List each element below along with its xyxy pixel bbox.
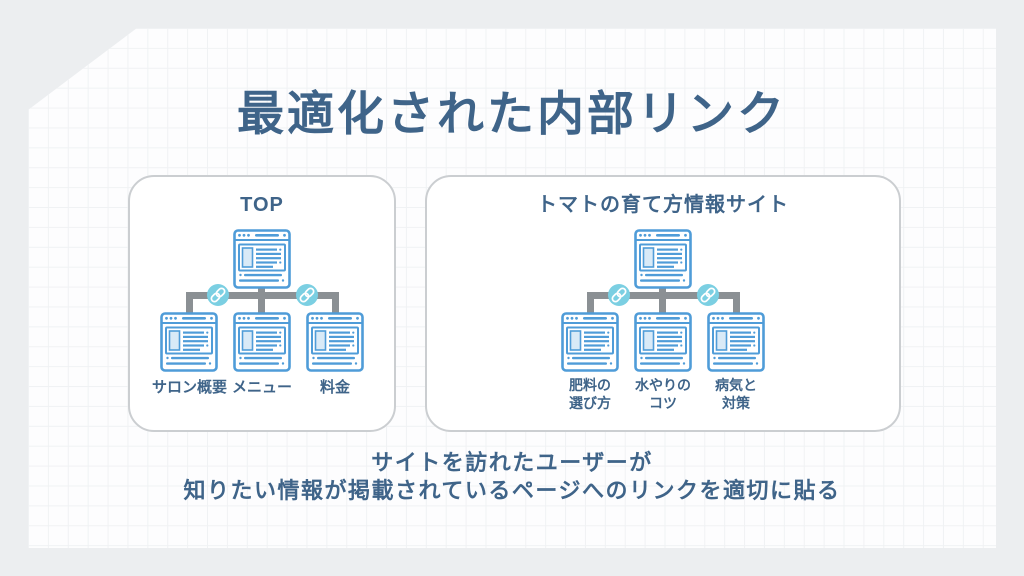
- webpage-icon: [707, 312, 765, 372]
- page-title: 最適化された内部リンク: [237, 87, 787, 140]
- panel-salon-site: TOP: [128, 175, 396, 432]
- tree-connector: [659, 285, 666, 296]
- child-page-label: 肥料の 選び方: [569, 377, 611, 411]
- tree-connector: [659, 292, 666, 314]
- webpage-icon: [160, 312, 218, 372]
- webpage-icon: [233, 312, 291, 372]
- webpage-icon: [306, 312, 364, 372]
- tree-connector: [258, 292, 265, 314]
- webpage-icon: [233, 229, 291, 289]
- child-page-label: 水やりの コツ: [635, 377, 691, 411]
- chain-link-icon: [296, 284, 318, 306]
- tree-connector: [332, 292, 339, 314]
- webpage-icon: [634, 229, 692, 289]
- tree-connector: [258, 285, 265, 296]
- site-structure-tree: サロン概要 メニュー 料金: [152, 229, 372, 425]
- child-page-label: 病気と 対策: [715, 377, 757, 411]
- panel-title: トマトの育て方情報サイト: [537, 194, 789, 216]
- webpage-icon: [561, 312, 619, 372]
- caption-text: サイトを訪れたユーザーが 知りたい情報が掲載されているページへのリンクを適切に貼…: [183, 450, 841, 503]
- child-page-label: サロン概要: [152, 379, 228, 396]
- tree-connector: [733, 292, 740, 314]
- tree-connector: [587, 292, 594, 314]
- child-page-label: メニュー: [231, 379, 292, 396]
- site-structure-tree: 肥料の 選び方 水やりの コツ 病気と 対策: [553, 229, 773, 425]
- panel-tomato-site: トマトの育て方情報サイト: [425, 175, 901, 432]
- panel-title: TOP: [240, 194, 284, 216]
- grid-paper-card: 最適化された内部リンク TOP: [28, 28, 996, 548]
- chain-link-icon: [207, 284, 229, 306]
- chain-link-icon: [608, 284, 630, 306]
- chain-link-icon: [697, 284, 719, 306]
- webpage-icon: [634, 312, 692, 372]
- tree-connector: [186, 292, 193, 314]
- child-page-label: 料金: [319, 379, 350, 396]
